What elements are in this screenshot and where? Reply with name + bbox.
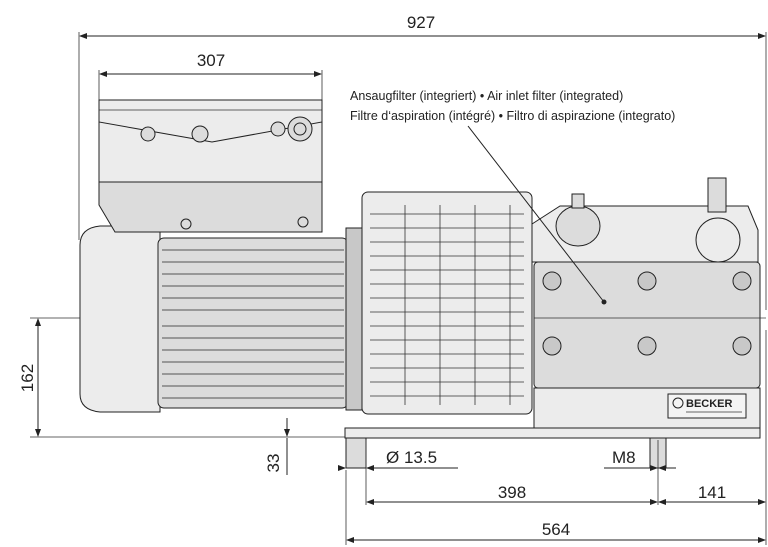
inlet-nozzle — [707, 177, 727, 213]
dimension-motor-housing: 307 — [98, 51, 323, 100]
base-frame — [344, 427, 761, 469]
adjustment-knob — [555, 205, 601, 247]
dimension-label-927: 927 — [407, 13, 435, 32]
motor — [79, 225, 363, 413]
terminal-box — [98, 99, 323, 233]
cable-gland-icon — [191, 125, 209, 143]
bolt-icon — [637, 336, 657, 356]
dimension-overall-length: 927 — [78, 13, 767, 310]
nameplate-brand: BECKER — [686, 398, 733, 410]
dimension-label-307: 307 — [197, 51, 225, 70]
dimension-label-33: 33 — [264, 454, 283, 473]
screw-icon — [297, 216, 309, 228]
dimension-label-564: 564 — [542, 520, 570, 539]
dimension-shaft-height: 162 — [18, 317, 345, 438]
bolt-icon — [637, 271, 657, 291]
bolt-icon — [732, 336, 752, 356]
dimension-foot-spacing: 398 141 — [366, 483, 766, 505]
nameplate: BECKER — [667, 393, 747, 419]
air-inlet-filter-callout: Ansaugfilter (integriert) • Air inlet fi… — [350, 89, 675, 303]
dimension-label-141: 141 — [698, 483, 726, 502]
callout-line-2: Filtre d‘aspiration (intégré) • Filtro d… — [350, 109, 675, 123]
dimension-label-398: 398 — [498, 483, 526, 502]
dimension-foot-height: 33 — [264, 418, 290, 475]
dimension-label-hole: Ø 13.5 — [386, 448, 437, 467]
screw-icon — [180, 218, 192, 230]
dimension-label-thread: M8 — [612, 448, 636, 467]
terminal-screw-icon — [270, 121, 286, 137]
bolt-icon — [542, 271, 562, 291]
bolt-icon — [732, 271, 752, 291]
cover-bolts — [542, 271, 752, 356]
dimension-label-162: 162 — [18, 364, 37, 392]
fan-grille — [361, 191, 533, 415]
inlet-port — [695, 217, 741, 263]
dimension-base-length: 564 — [346, 505, 767, 545]
callout-line-1: Ansaugfilter (integriert) • Air inlet fi… — [350, 89, 623, 103]
dimension-hole-thread: Ø 13.5 M8 — [338, 330, 767, 545]
pump-head: BECKER — [531, 177, 761, 429]
brand-logo-icon — [672, 397, 684, 409]
bolt-icon — [542, 336, 562, 356]
mounting-foot-left — [345, 437, 367, 469]
terminal-screw-icon — [140, 126, 156, 142]
motor-cooling-fins — [162, 249, 344, 399]
